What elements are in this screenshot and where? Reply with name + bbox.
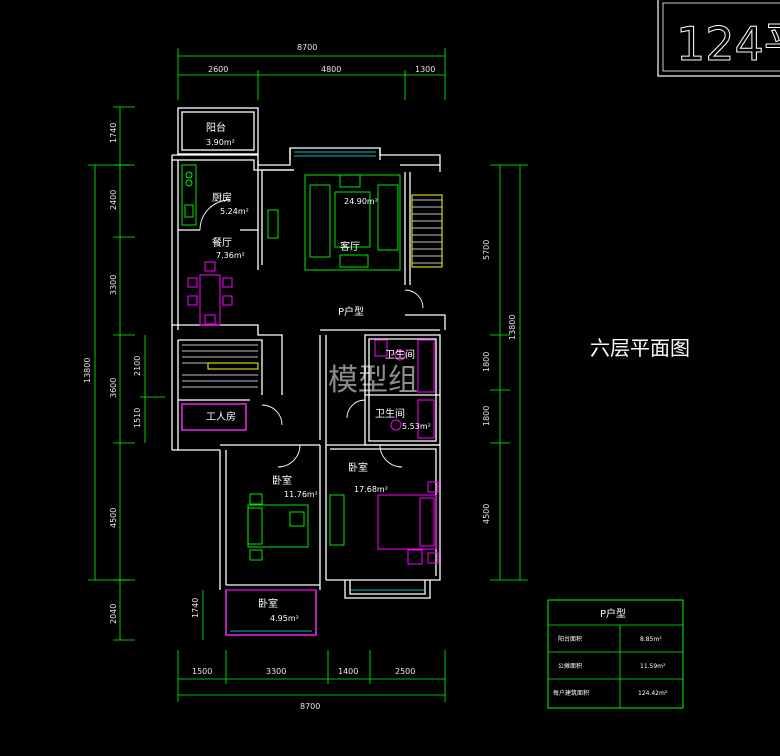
dim-left-8: 2040	[109, 604, 118, 624]
dim-top-seg-3: 1300	[415, 65, 435, 74]
table-row-3-label: 每户建筑面积	[553, 689, 589, 697]
windows	[230, 151, 425, 632]
dim-right-4: 1800	[482, 406, 491, 426]
dim-right-1: 5700	[482, 240, 491, 260]
dim-bottom-seg-2: 3300	[266, 667, 286, 676]
room-bath1-name: 卫生间	[385, 348, 415, 361]
kitchen-fixtures	[181, 164, 197, 226]
room-labels: 阳台 3.90m² 厨房 5.24m² 餐厅 7.36m² 24.90m² 客厅…	[206, 121, 431, 623]
room-dining-area: 7.36m²	[216, 251, 245, 260]
magenta-walls	[181, 403, 317, 636]
dim-top-seg-2: 4800	[321, 65, 341, 74]
dim-left-9: 1740	[191, 598, 200, 618]
doors	[199, 199, 424, 468]
balcony-outline	[177, 107, 259, 155]
dim-left-6: 1510	[133, 408, 142, 428]
bedroom-2-furniture	[377, 481, 439, 565]
dim-left-3: 3300	[109, 275, 118, 295]
table-header: P户型	[600, 607, 626, 620]
table-row-3-value: 124.42m²	[638, 690, 668, 697]
walls	[171, 107, 446, 636]
table-row-2-label: 公摊面积	[558, 662, 582, 670]
dim-right-2: 13800	[508, 315, 517, 340]
stairs	[182, 194, 443, 388]
dim-bottom-total: 8700	[300, 702, 320, 711]
dim-left-7: 4500	[109, 508, 118, 528]
title-block-text: 124平	[676, 17, 780, 71]
dining-set	[187, 261, 233, 326]
bathroom-fixtures	[374, 339, 435, 439]
room-kitchen-name: 厨房	[212, 191, 232, 204]
room-bed1-name: 卧室	[272, 474, 292, 487]
dim-top-seg-1: 2600	[208, 65, 228, 74]
dim-right-5: 4500	[482, 504, 491, 524]
room-balcony-area: 3.90m²	[206, 138, 235, 147]
dim-left-total: 13800	[83, 358, 92, 383]
bedroom-1-furniture	[247, 493, 309, 561]
area-table: P户型 阳台面积 8.85m² 公摊面积 11.59m² 每户建筑面积 124.…	[547, 599, 684, 709]
drawing-title: 六层平面图	[590, 336, 690, 360]
title-block: 124平	[657, 0, 780, 77]
dim-left-1: 1740	[109, 123, 118, 143]
dim-right-3: 1800	[482, 352, 491, 372]
bedroom-2-wardrobe	[329, 494, 345, 546]
table-row-1-label: 阳台面积	[558, 635, 582, 643]
watermark: 模型组	[328, 363, 418, 398]
table-row-2-value: 11.59m²	[640, 663, 666, 670]
room-bath2-area: 5.53m²	[402, 422, 431, 431]
living-room-furniture	[267, 174, 401, 271]
dimension-labels: 8700 2600 4800 1300 1500 3300 1400 2500 …	[83, 43, 517, 711]
room-bed1-area: 11.76m²	[284, 490, 318, 499]
table-row-1-value: 8.85m²	[640, 636, 662, 643]
room-bath2-name: 卫生间	[375, 407, 405, 420]
dim-left-2: 2400	[109, 190, 118, 210]
room-kitchen-area: 5.24m²	[220, 207, 249, 216]
dimension-lines	[88, 48, 528, 702]
room-maid-name: 工人房	[206, 410, 236, 423]
room-living-name: 客厅	[340, 240, 360, 253]
dim-left-5: 3600	[109, 378, 118, 398]
room-bed2-name: 卧室	[348, 461, 368, 474]
dim-bottom-seg-4: 2500	[395, 667, 415, 676]
dim-bottom-seg-3: 1400	[338, 667, 358, 676]
room-bed3-name: 卧室	[258, 597, 278, 610]
room-dining-name: 餐厅	[212, 236, 232, 249]
room-bed2-area: 17.68m²	[354, 485, 388, 494]
dim-left-4: 2100	[133, 356, 142, 376]
room-bed3-area: 4.95m²	[270, 614, 299, 623]
dim-bottom-seg-1: 1500	[192, 667, 212, 676]
room-living-area: 24.90m²	[344, 197, 378, 206]
room-balcony-name: 阳台	[206, 121, 226, 134]
unit-label: P户型	[338, 305, 364, 318]
dim-top-total: 8700	[297, 43, 317, 52]
